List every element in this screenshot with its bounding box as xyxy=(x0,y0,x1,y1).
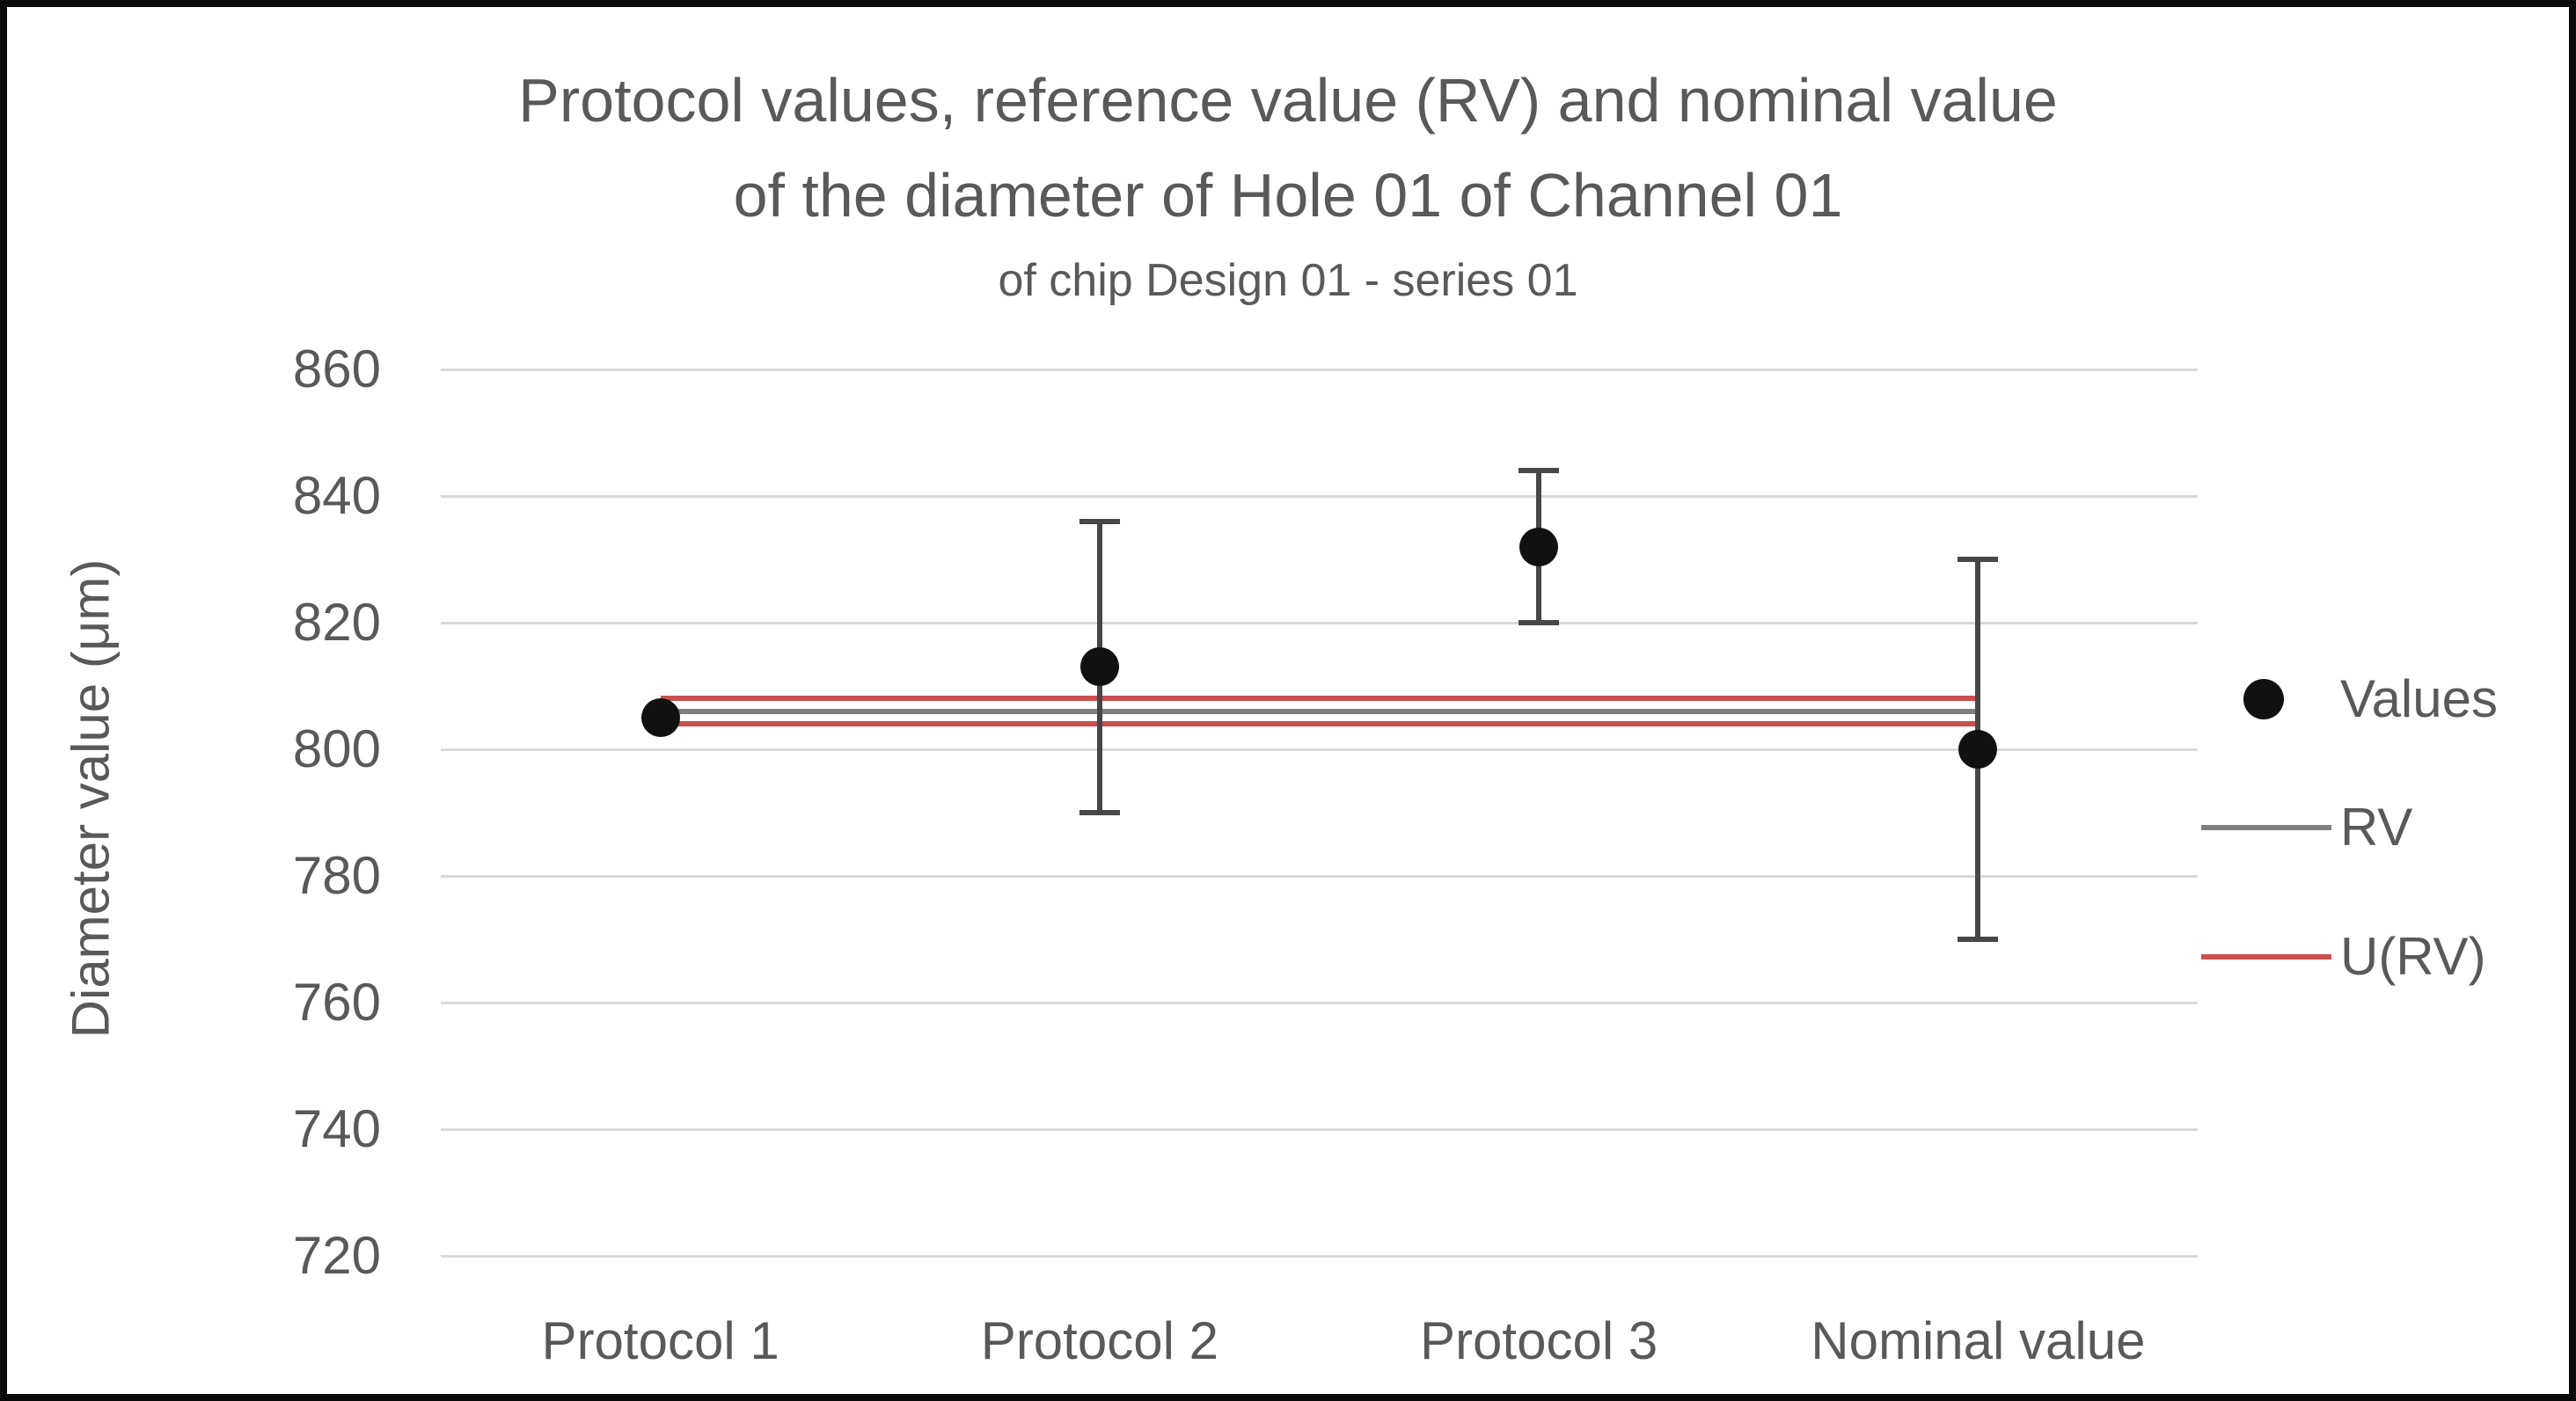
gridline xyxy=(441,1127,2198,1131)
y-tick-label: 740 xyxy=(292,1099,381,1158)
error-bar-cap xyxy=(1519,468,1560,474)
chart-subtitle: of chip Design 01 - series 01 xyxy=(998,255,1578,306)
y-tick-label: 820 xyxy=(292,593,381,652)
y-tick-label: 800 xyxy=(292,719,381,778)
error-bar-cap xyxy=(1519,620,1560,625)
x-axis-label: Protocol 1 xyxy=(541,1311,779,1370)
data-point-dot xyxy=(1079,647,1119,687)
urv-line xyxy=(660,721,1979,727)
rv-line xyxy=(660,708,1979,714)
legend-marker-line xyxy=(2201,954,2331,960)
gridline xyxy=(441,494,2198,498)
error-bar-cap xyxy=(1079,810,1120,815)
gridline xyxy=(441,874,2198,878)
gridline xyxy=(441,1001,2198,1004)
legend-item-label: U(RV) xyxy=(2340,927,2486,986)
gridline xyxy=(441,748,2198,751)
chart-title: Protocol values, reference value (RV) an… xyxy=(7,53,2569,318)
y-tick-label: 720 xyxy=(292,1226,381,1285)
chart-title-line2: of the diameter of Hole 01 of Channel 01 xyxy=(733,161,1843,230)
chart-title-line1: Protocol values, reference value (RV) an… xyxy=(518,66,2058,135)
y-tick-label: 860 xyxy=(292,339,381,398)
error-bar-cap xyxy=(1958,557,1999,562)
data-point-dot xyxy=(640,698,680,737)
x-axis-label: Protocol 3 xyxy=(1420,1311,1658,1370)
error-bar-cap xyxy=(1079,518,1120,524)
gridline xyxy=(441,621,2198,624)
y-tick-label: 780 xyxy=(292,846,381,905)
gridline xyxy=(441,368,2198,371)
error-bar-cap xyxy=(1958,937,1999,942)
urv-line xyxy=(660,696,1979,702)
legend-item-label: Values xyxy=(2340,669,2499,728)
data-point-dot xyxy=(1958,730,1998,769)
gridline xyxy=(441,1254,2198,1258)
legend-marker-line xyxy=(2201,825,2331,830)
y-tick-label: 840 xyxy=(292,466,381,525)
legend-item-label: RV xyxy=(2340,798,2413,857)
data-point-dot xyxy=(1519,527,1559,566)
legend-marker-dot xyxy=(2243,679,2284,719)
x-axis-label: Protocol 2 xyxy=(980,1311,1218,1370)
y-tick-label: 760 xyxy=(292,973,381,1032)
x-axis-label: Nominal value xyxy=(1811,1311,2146,1370)
